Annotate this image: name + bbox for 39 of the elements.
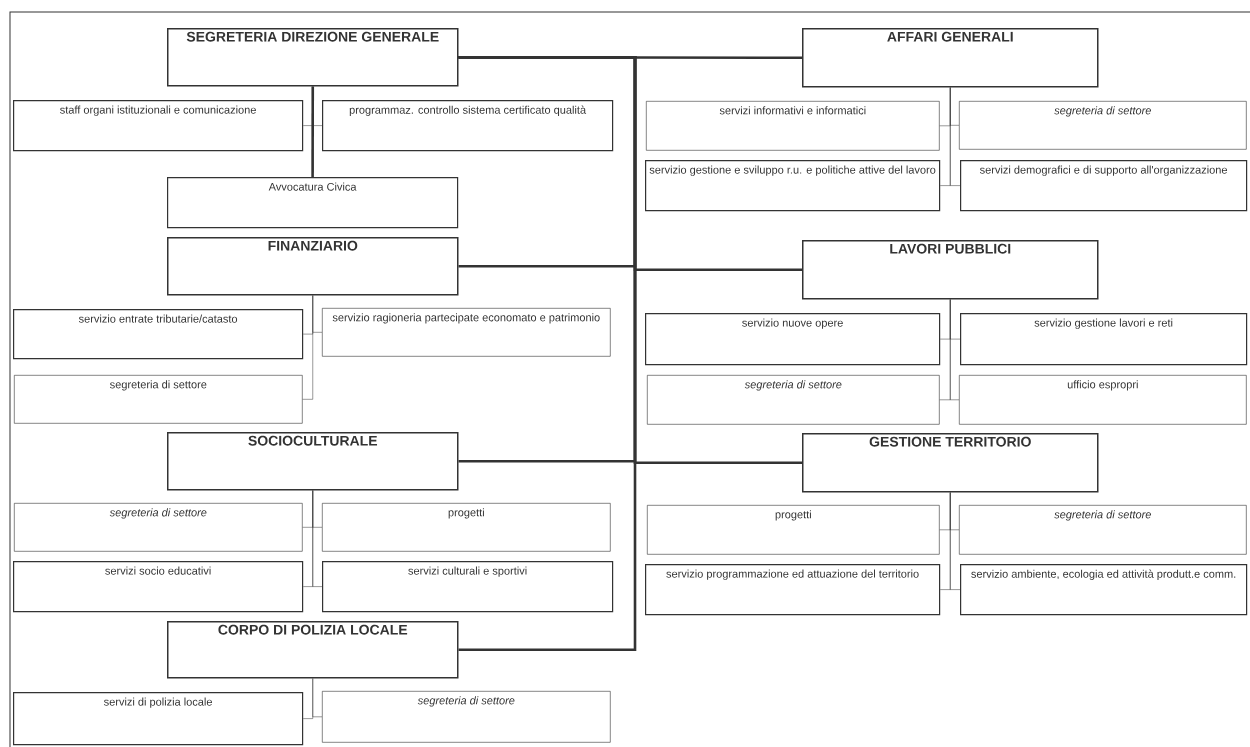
- connector-line: [950, 87, 961, 186]
- sector-box: AFFARI GENERALI: [802, 28, 1099, 88]
- service-box: servizio programmazione ed attuazione del territorio: [645, 564, 941, 616]
- service-box: servizi socio educativi: [13, 561, 304, 613]
- service-box: Avvocatura Civica: [167, 177, 459, 229]
- connector-line: [950, 299, 960, 401]
- service-box: progetti: [647, 505, 940, 555]
- connector-line: [312, 490, 323, 587]
- service-box: progetti: [322, 503, 611, 552]
- service-box: segreteria di settore: [647, 375, 940, 425]
- service-box: programmaz. controllo sistema certificato qualità: [322, 100, 614, 152]
- service-box: servizio gestione lavori e reti: [960, 313, 1248, 366]
- sector-box: SEGRETERIA DIREZIONE GENERALE: [167, 28, 459, 87]
- connector-line: [950, 492, 961, 590]
- service-box: segreteria di settore: [14, 375, 303, 424]
- connector-line: [302, 295, 313, 400]
- service-box: servizio entrate tributarie/catasto: [13, 309, 304, 360]
- service-box: segreteria di settore: [14, 503, 303, 552]
- sector-box: LAVORI PUBBLICI: [802, 240, 1099, 300]
- sector-box: CORPO DI POLIZIA LOCALE: [167, 621, 459, 679]
- service-box: segreteria di settore: [322, 691, 611, 743]
- service-box: servizio nuove opere: [645, 313, 941, 366]
- service-box: servizio ambiente, ecologia ed attività produtt.e comm.: [960, 564, 1248, 616]
- service-box: servizi culturali e sportivi: [322, 561, 614, 613]
- sector-box: FINANZIARIO: [167, 237, 459, 296]
- service-box: servizi demografici e di supporto all'organizzazione: [960, 160, 1248, 212]
- service-box: ufficio espropri: [959, 375, 1247, 425]
- service-box: servizi informativi e informatici: [646, 101, 940, 151]
- connector-line: [458, 55, 637, 652]
- connector-line: [312, 678, 323, 718]
- connector-line: [311, 86, 315, 177]
- sector-box: GESTIONE TERRITORIO: [802, 433, 1099, 493]
- service-box: servizi di polizia locale: [13, 692, 304, 746]
- service-box: servizio gestione e sviluppo r.u. e politiche attive del lavoro: [645, 160, 941, 212]
- service-box: staff organi istituzionali e comunicazione: [13, 100, 304, 152]
- sector-box: SOCIOCULTURALE: [167, 432, 459, 491]
- service-box: servizio ragioneria partecipate economato e patrimonio: [322, 308, 611, 357]
- service-box: segreteria di settore: [959, 505, 1247, 555]
- service-box: segreteria di settore: [959, 101, 1247, 150]
